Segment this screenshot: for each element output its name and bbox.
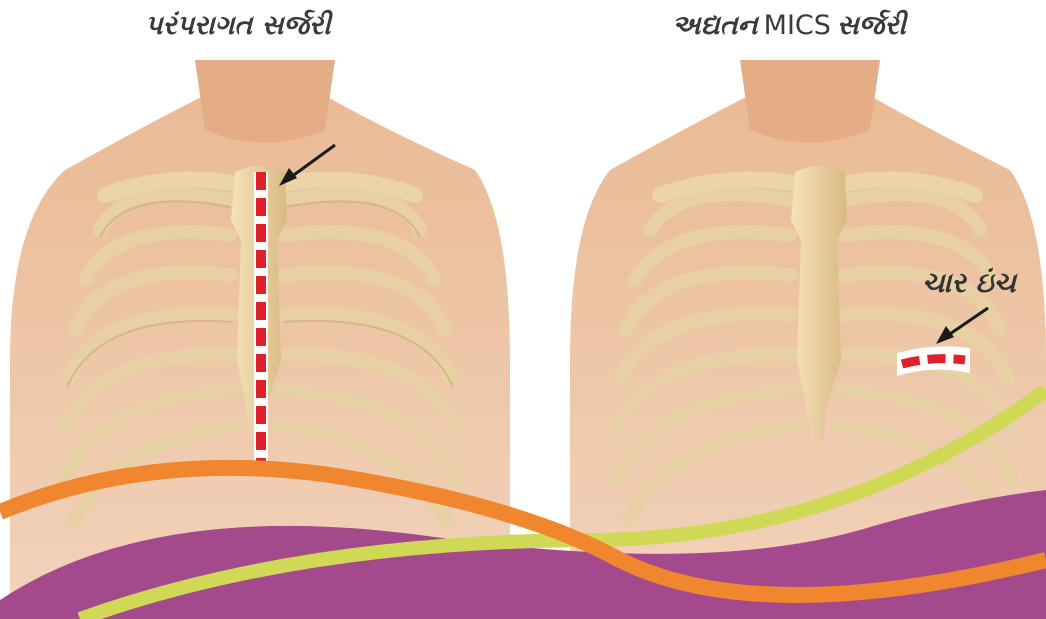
decorative-waves — [0, 0, 1046, 619]
